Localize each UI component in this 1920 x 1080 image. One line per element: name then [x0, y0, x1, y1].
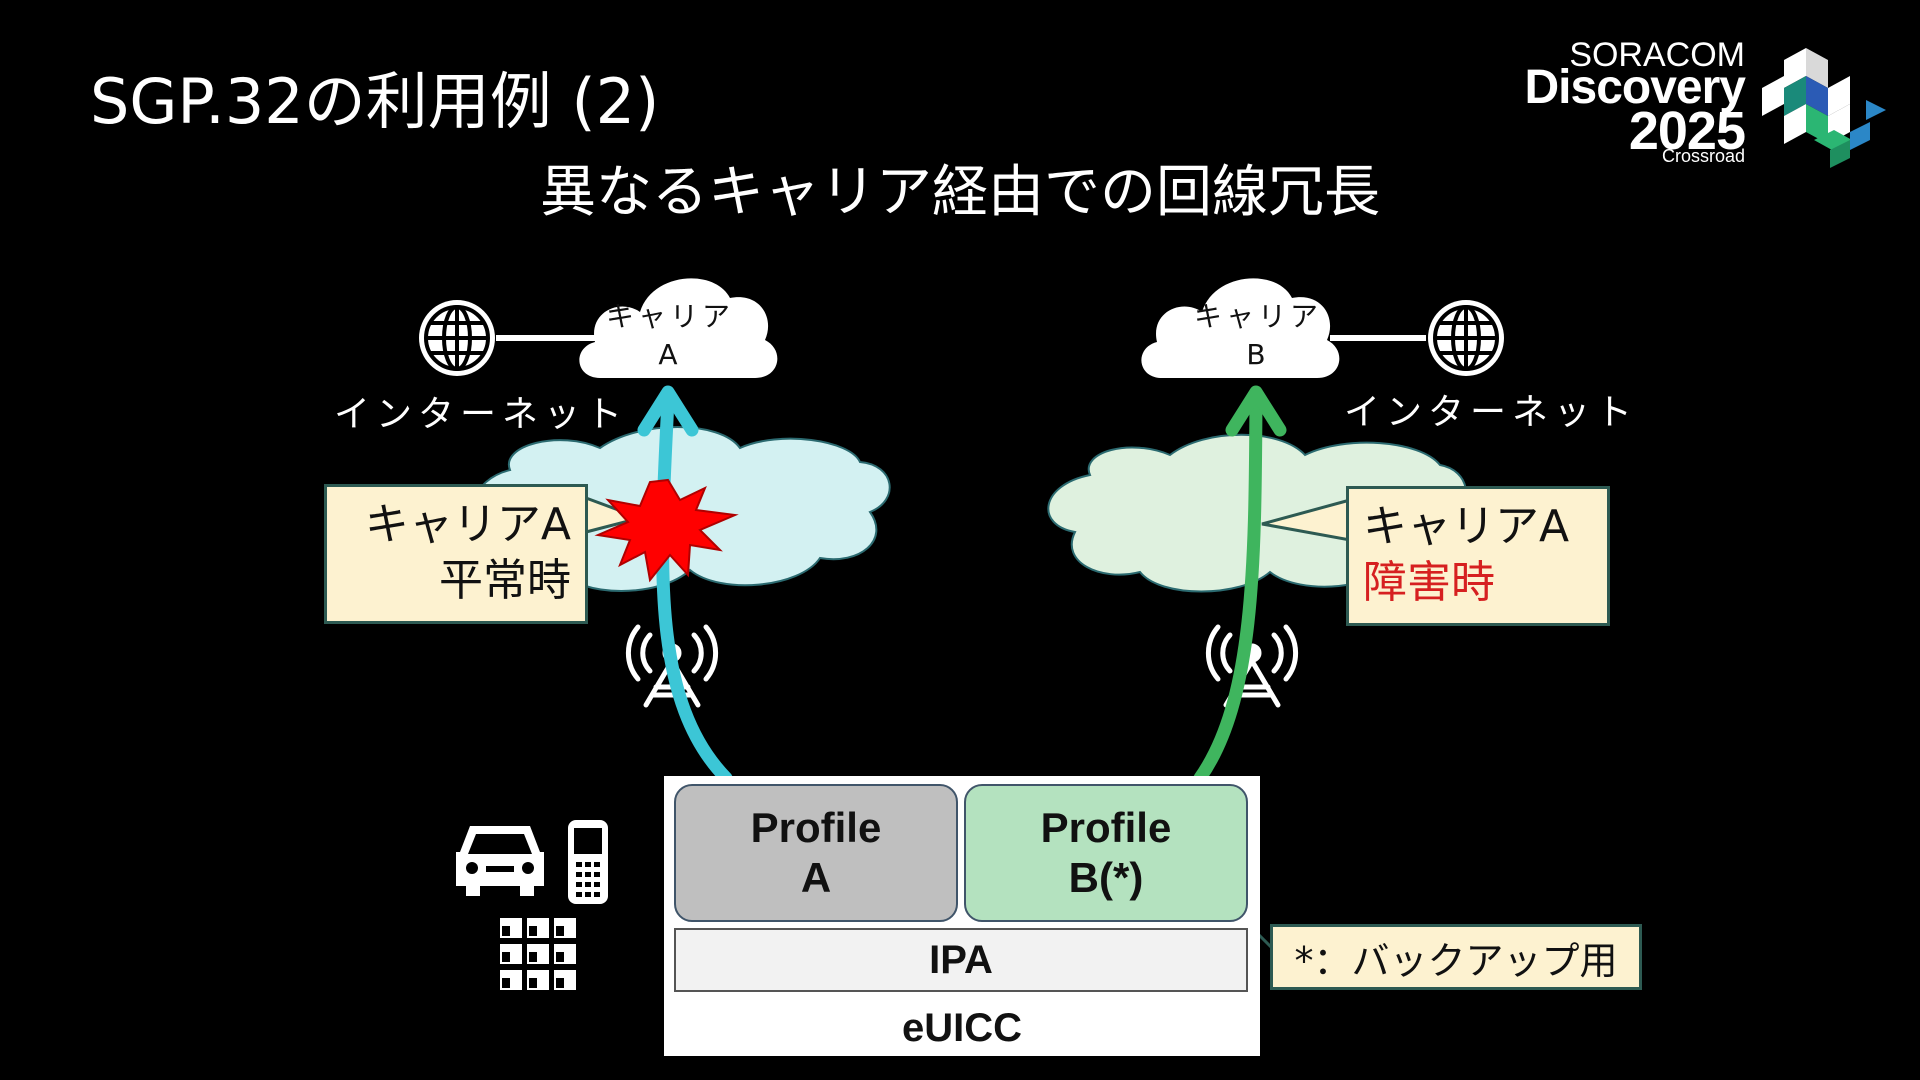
profile-b-line2: B(*)	[1068, 854, 1144, 901]
profile-b: Profile B(*)	[964, 784, 1248, 922]
slide-subtitle: 異なるキャリア経由での回線冗長	[540, 160, 1380, 225]
profile-a-line2: A	[800, 854, 832, 901]
carrier-b-arrow	[1193, 393, 1263, 785]
carrier-b-label-line1: キャリア	[1193, 300, 1322, 333]
callout-failure-line2: 障害時	[1363, 557, 1495, 608]
profile-a: Profile A	[674, 784, 958, 922]
carrier-b-label: キャリア B	[1186, 298, 1330, 374]
soracom-discovery-logo: SORACOM Discovery 2025 Crossroad	[1490, 30, 1890, 170]
carrier-b-cloud	[1141, 278, 1340, 378]
car-icon	[456, 826, 544, 896]
logo-mark-icon	[1762, 48, 1886, 168]
profile-a-line1: Profile	[750, 804, 882, 851]
globe-icon	[419, 300, 495, 376]
page-title: SGP.32の利用例 (2)	[90, 65, 660, 138]
ipa-block: IPA	[674, 928, 1248, 992]
carrier-b-arrowhead	[1225, 385, 1287, 437]
building-icon	[500, 918, 576, 990]
logo-soracom-text: SORACOM	[1569, 36, 1745, 74]
callout-failure-line1: キャリアA	[1363, 501, 1570, 552]
handheld-terminal-icon	[568, 820, 608, 904]
callout-normal-line2: 平常時	[439, 555, 571, 606]
explosion-icon	[594, 478, 739, 583]
carrier-a-label-line1: キャリア	[605, 300, 734, 333]
globe-icon	[1428, 300, 1504, 376]
internet-label-left: インターネット	[334, 394, 629, 435]
logo-year-text: 2025	[1628, 101, 1746, 161]
callout-normal-line1: キャリアA	[364, 499, 571, 550]
callout-normal-state: キャリアA 平常時	[324, 484, 588, 624]
logo-discovery-text: Discovery	[1524, 61, 1746, 114]
backup-note: *：バックアップ用	[1270, 924, 1642, 990]
cloud-icon	[579, 278, 778, 378]
logo-crossroad-text: Crossroad	[1661, 146, 1745, 166]
carrier-a-arrow	[656, 393, 733, 785]
carrier-a-label-line2: A	[658, 338, 682, 371]
carrier-b-label-line2: B	[1246, 338, 1270, 371]
euicc-label: eUICC	[901, 1006, 1023, 1050]
carrier-a-arrowhead	[637, 385, 699, 437]
profile-b-line1: Profile	[1040, 804, 1172, 851]
carrier-a-label: キャリア A	[598, 298, 742, 374]
callout-failure-state: キャリアA 障害時	[1346, 486, 1610, 626]
internet-label-right: インターネット	[1344, 392, 1639, 433]
carrier-a-cloud	[579, 278, 778, 378]
